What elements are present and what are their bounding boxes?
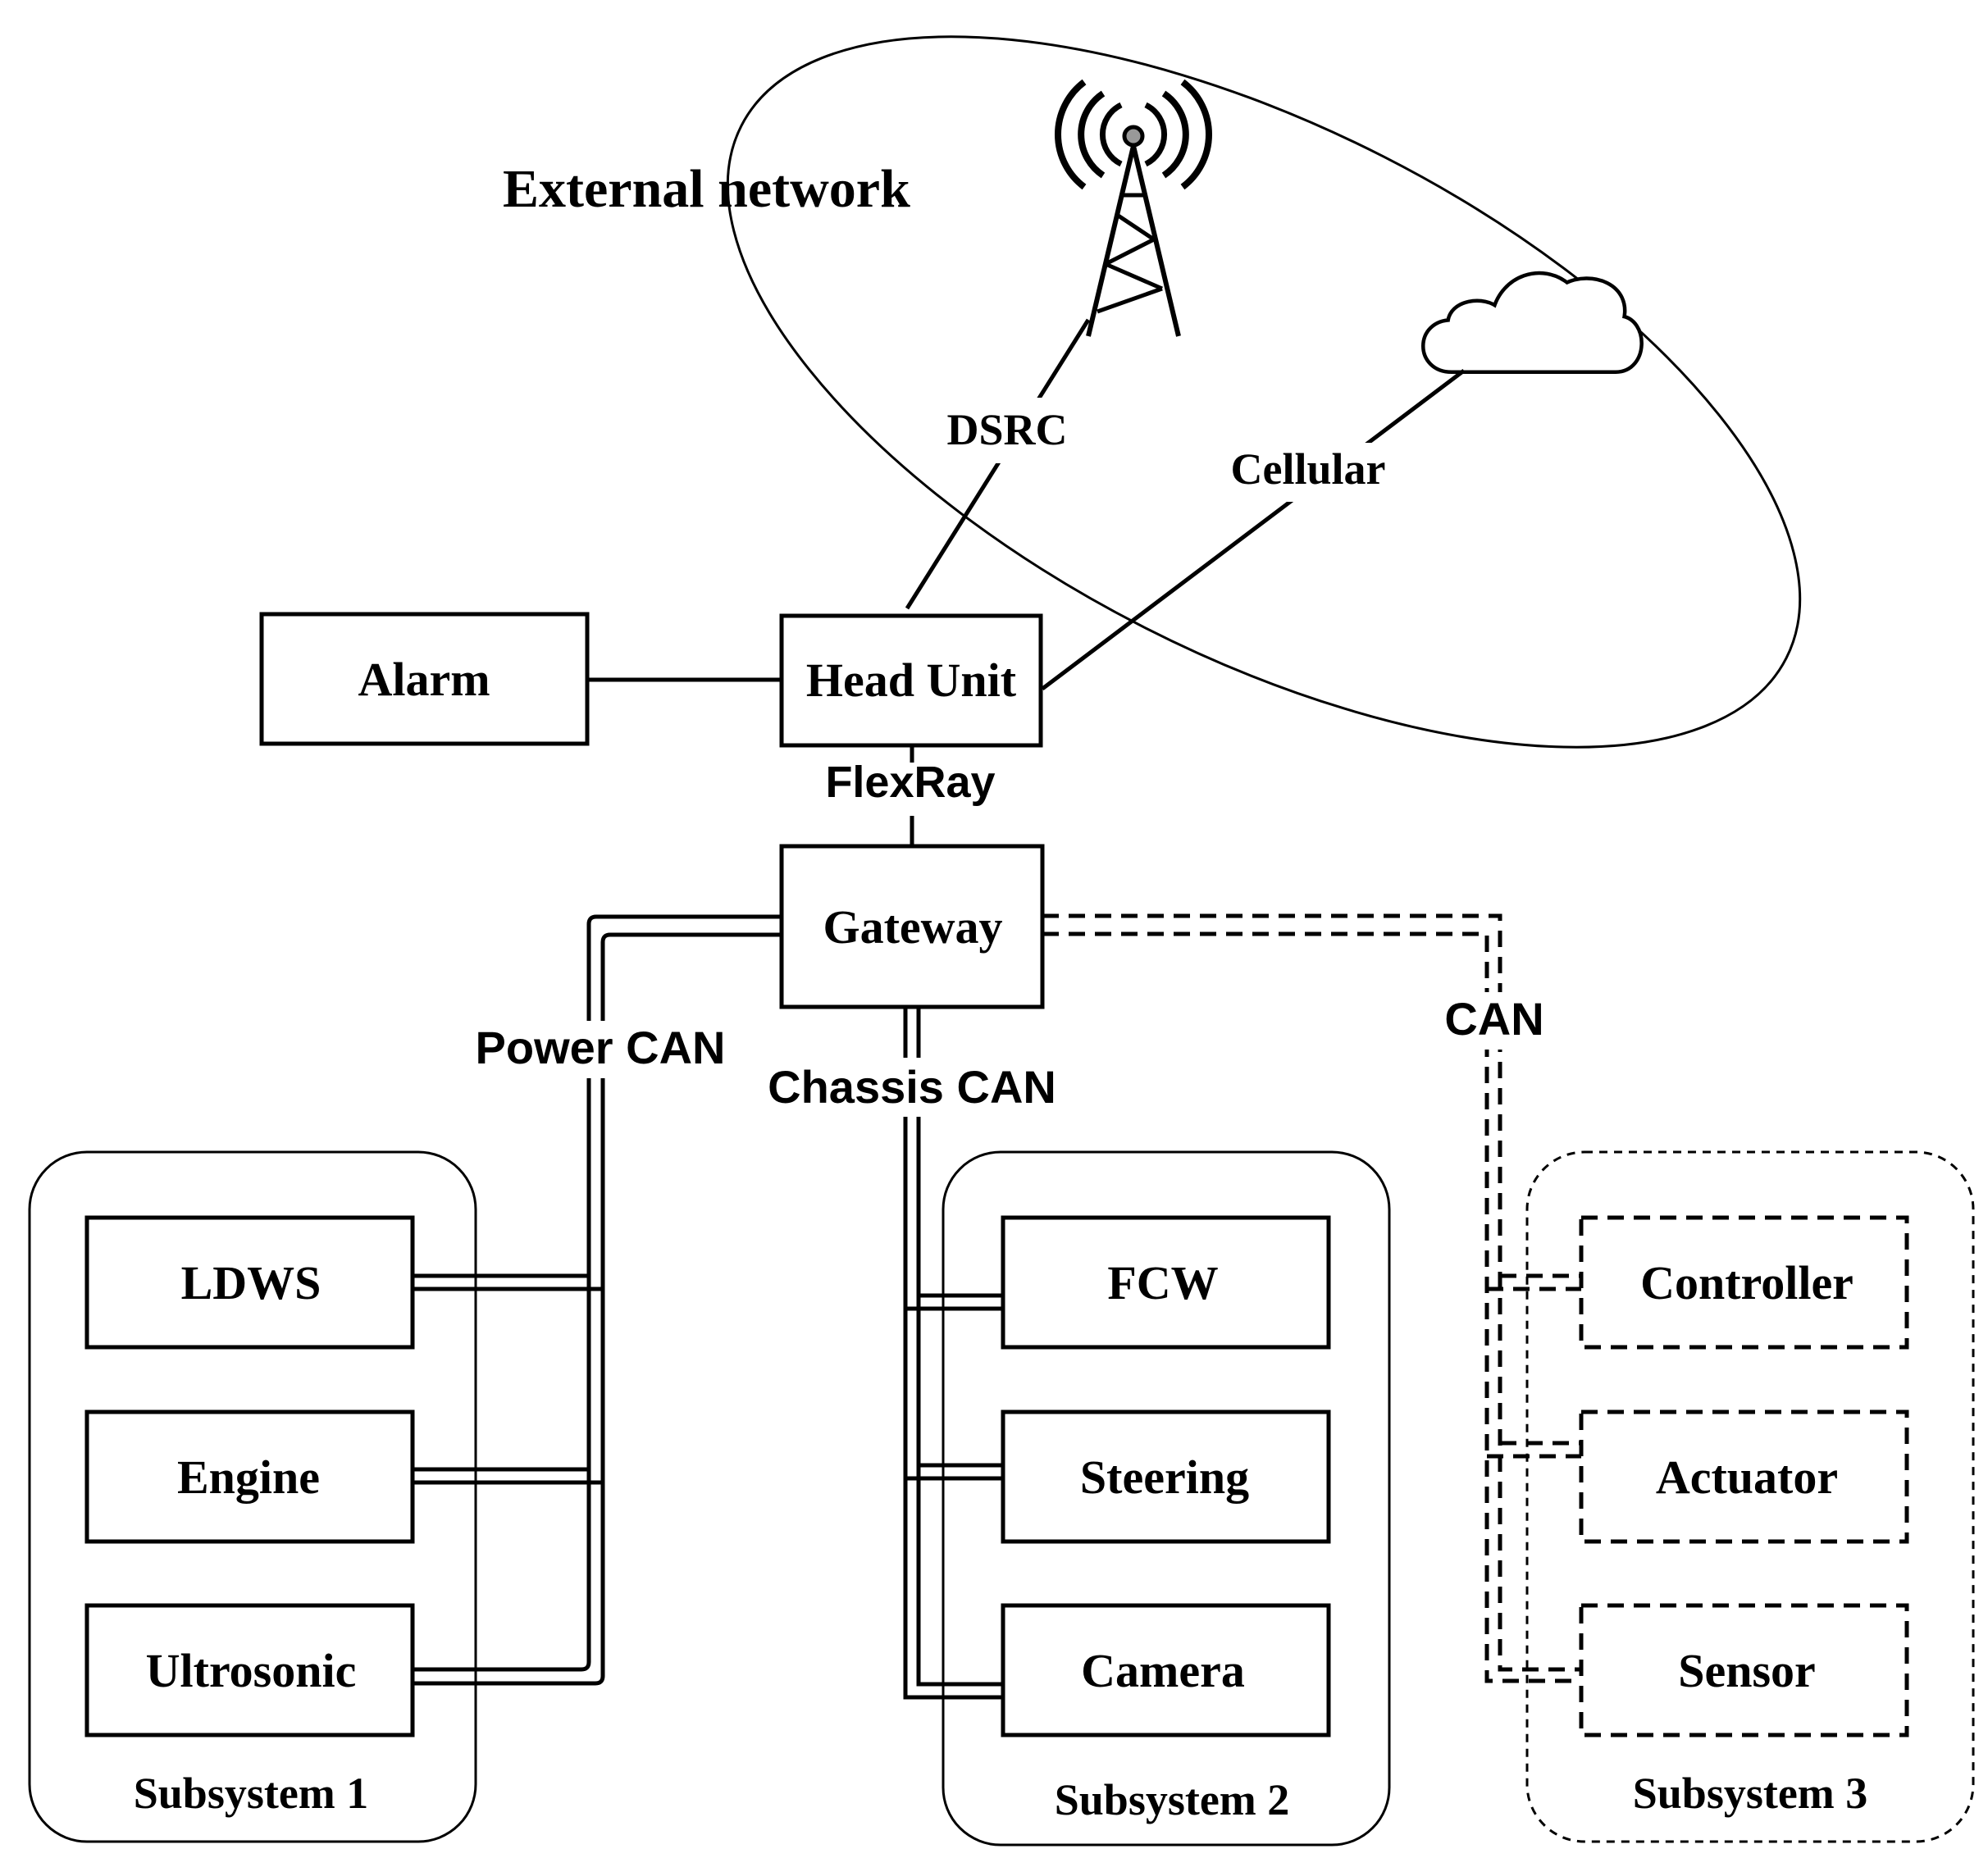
steering-label: Steering [1080,1450,1249,1504]
chassis-can-bus [903,1007,1003,1700]
dsrc-label: DSRC [946,405,1067,454]
dsrc-link [905,318,1091,610]
alarm-label: Alarm [358,653,490,706]
cellular-label-bg [1220,443,1396,502]
chassis-can-label: Chassis CAN [768,1061,1056,1113]
fcw-node[interactable]: FCW [1001,1215,1331,1350]
subsystem-3-title: Subsystem 3 [1633,1769,1868,1818]
external-network-boundary [726,35,1802,749]
subsystem-2-title: Subsystem 2 [1055,1775,1290,1824]
camera-node[interactable]: Camera [1001,1603,1331,1737]
steering-node[interactable]: Steering [1001,1409,1331,1544]
subsystem-3: Subsystem 3 Controller Actuator Sensor [1525,1150,1975,1843]
radio-tower-icon [1055,79,1212,337]
chassis-can-label-bg [759,1058,1066,1117]
cellular-label: Cellular [1231,444,1386,494]
actuator-label: Actuator [1656,1450,1838,1504]
alarm-node[interactable]: Alarm [259,612,590,746]
ultrasonic-node[interactable]: Ultrosonic [84,1603,415,1737]
engine-label: Engine [177,1450,320,1504]
cellular-link [1041,369,1466,690]
subsystem-2: Subsystem 2 FCW Steering Camera [942,1150,1391,1847]
actuator-node[interactable]: Actuator [1579,1409,1909,1544]
can-bus [1042,913,1581,1683]
controller-node[interactable]: Controller [1579,1215,1909,1350]
head-unit-label: Head Unit [806,653,1017,707]
dsrc-label-bg [935,398,1078,463]
external-network-title: External network [503,159,910,219]
subsystem-1: Subsystem 1 LDWS Engine Ultrosonic [28,1150,477,1843]
head-unit-node[interactable]: Head Unit [779,613,1043,748]
power-can-bus [413,914,782,1686]
cloud-icon [1421,271,1644,374]
camera-label: Camera [1081,1644,1245,1697]
ultrasonic-label: Ultrosonic [146,1644,357,1697]
can-label-bg [1439,992,1554,1050]
power-can-label-bg [459,1021,730,1078]
can-label: CAN [1444,993,1543,1045]
ldws-label: LDWS [181,1256,321,1309]
fcw-label: FCW [1107,1256,1218,1309]
controller-label: Controller [1640,1256,1853,1309]
power-can-label: Power CAN [476,1022,726,1073]
flexray-label: FlexRay [825,758,995,807]
subsystem-1-title: Subsystem 1 [134,1769,369,1818]
sensor-label: Sensor [1678,1644,1816,1697]
gateway-label: Gateway [823,900,1002,954]
gateway-node[interactable]: Gateway [779,844,1045,1009]
ldws-node[interactable]: LDWS [84,1215,415,1350]
engine-node[interactable]: Engine [84,1409,415,1544]
sensor-node[interactable]: Sensor [1579,1603,1909,1737]
